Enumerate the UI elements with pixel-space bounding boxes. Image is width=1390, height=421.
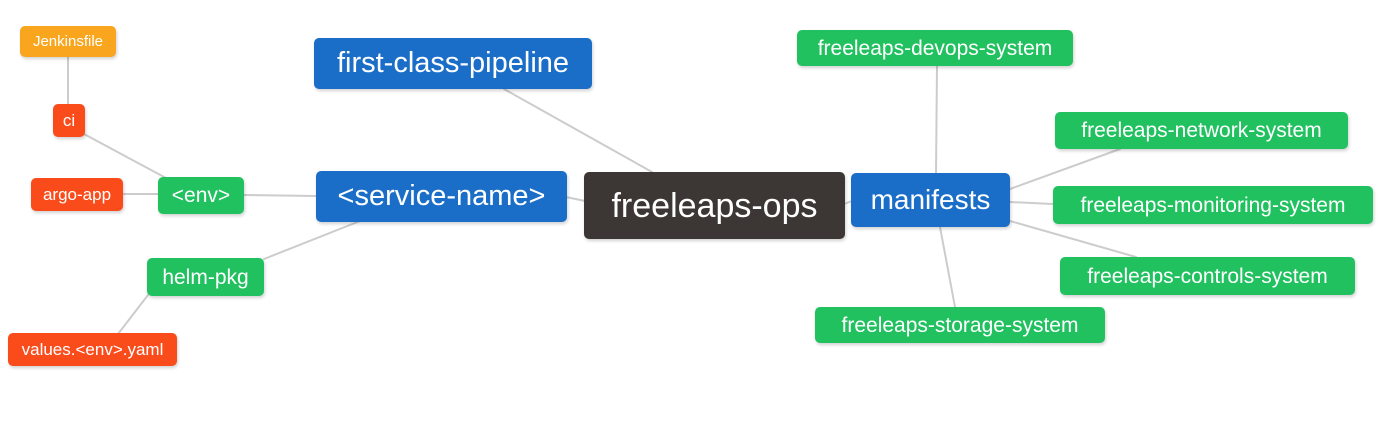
edge-servicename-ops	[565, 196, 586, 202]
node-freeleaps-controls-system[interactable]: freeleaps-controls-system	[1060, 257, 1355, 295]
node-values-env-yaml[interactable]: values.<env>.yaml	[8, 333, 177, 366]
edge-pipeline-ops	[503, 88, 653, 173]
node-helm-pkg[interactable]: helm-pkg	[147, 258, 264, 296]
node-jenkinsfile[interactable]: Jenkinsfile	[20, 26, 116, 57]
edge-manifests-storage	[939, 226, 956, 308]
node-freeleaps-network-system[interactable]: freeleaps-network-system	[1055, 112, 1348, 149]
edge-manifests-network	[1009, 148, 1121, 190]
edge-manifests-devops	[935, 65, 938, 174]
node-first-class-pipeline[interactable]: first-class-pipeline	[314, 38, 592, 89]
node-freeleaps-ops-root[interactable]: freeleaps-ops	[584, 172, 845, 239]
edge-ci-env	[83, 133, 167, 179]
node-argo-app[interactable]: argo-app	[31, 178, 123, 211]
edge-ops-manifests	[843, 200, 853, 205]
node-manifests[interactable]: manifests	[851, 173, 1010, 227]
edge-servicename-helmpkg	[263, 220, 361, 260]
edge-env-servicename	[243, 194, 317, 197]
edge-manifests-monitoring	[1009, 201, 1054, 205]
node-freeleaps-monitoring-system[interactable]: freeleaps-monitoring-system	[1053, 186, 1373, 224]
node-env[interactable]: <env>	[158, 177, 244, 214]
edge-manifests-controls	[1009, 220, 1137, 258]
node-service-name[interactable]: <service-name>	[316, 171, 567, 222]
node-freeleaps-storage-system[interactable]: freeleaps-storage-system	[815, 307, 1105, 343]
node-freeleaps-devops-system[interactable]: freeleaps-devops-system	[797, 30, 1073, 66]
edge-helmpkg-valuesyaml	[117, 294, 149, 335]
node-ci[interactable]: ci	[53, 104, 85, 137]
